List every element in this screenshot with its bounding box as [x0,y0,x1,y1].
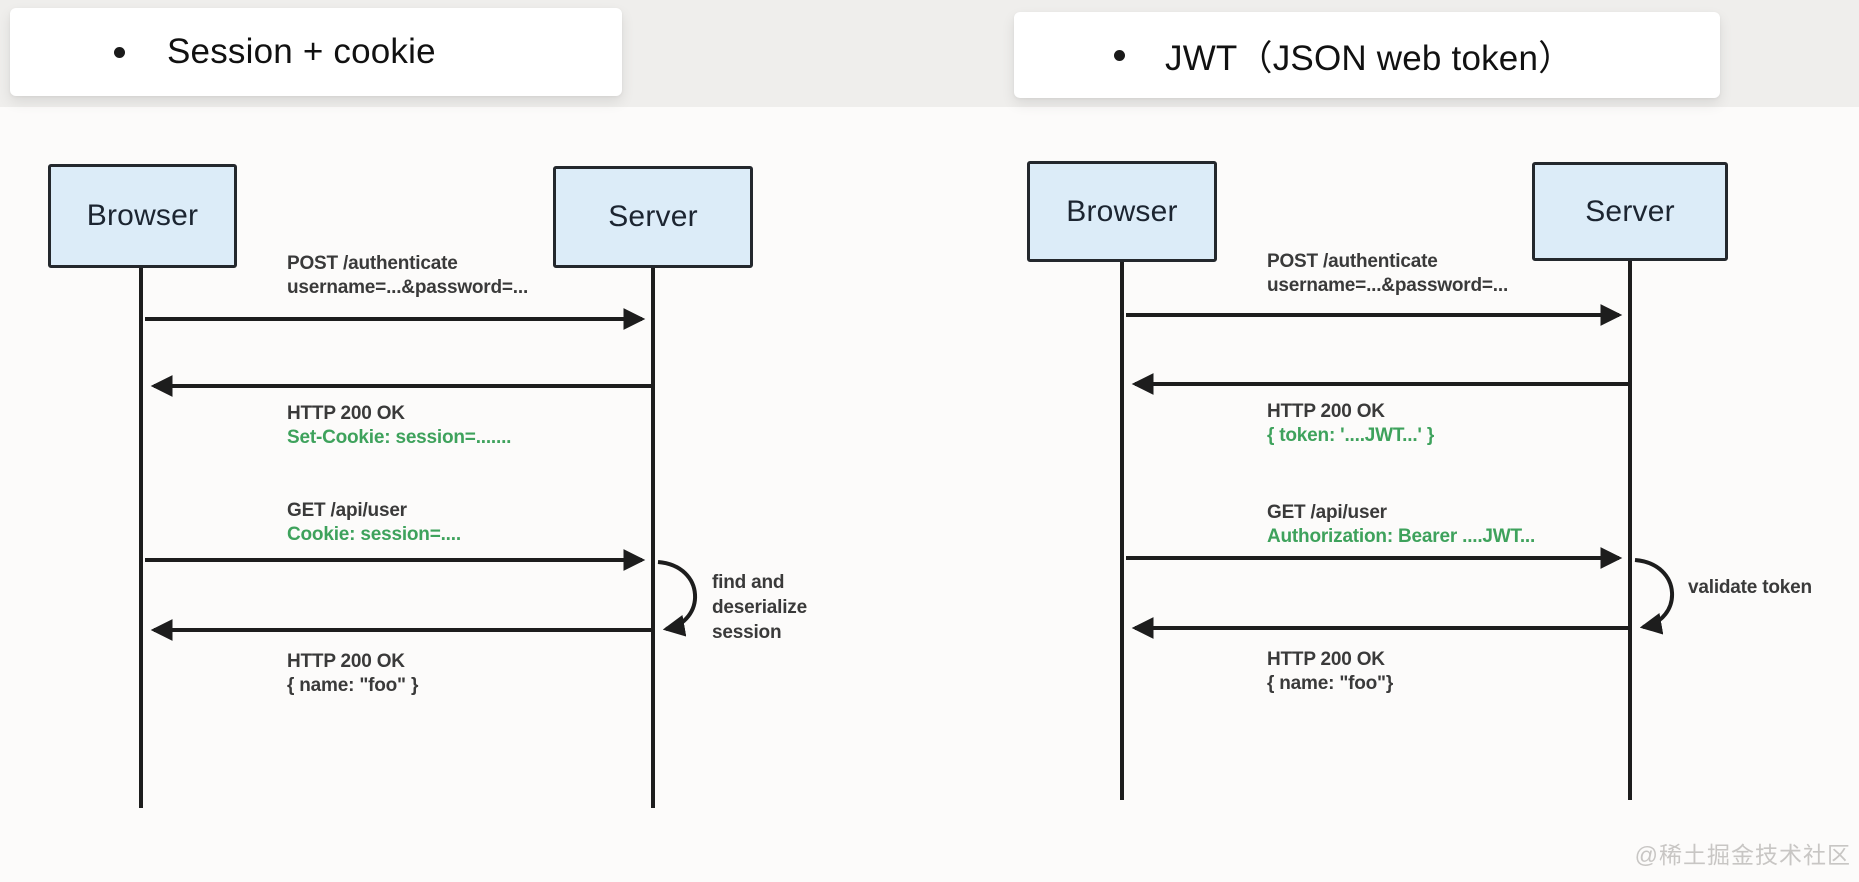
server-label: Server [608,200,698,233]
message-200-set-cookie: HTTP 200 OK Set-Cookie: session=....... [287,402,511,450]
message-line: GET /api/user [1267,502,1387,523]
message-line: { name: "foo"} [1267,673,1394,694]
server-box: Server [553,166,753,268]
message-line: GET /api/user [287,500,407,521]
browser-label: Browser [86,199,199,232]
self-loop-note: validate token [1688,577,1812,598]
message-line: HTTP 200 OK [287,651,405,672]
message-post-authenticate: POST /authenticate username=...&password… [1267,250,1508,298]
message-line: HTTP 200 OK [1267,401,1385,422]
message-line-highlight: Cookie: session=.... [287,524,461,545]
server-box: Server [1532,162,1728,261]
message-get-api-user: GET /api/user Cookie: session=.... [287,499,461,547]
session-cookie-title-card: Session + cookie [10,8,622,96]
message-post-authenticate: POST /authenticate username=...&password… [287,252,528,300]
browser-label: Browser [1066,194,1178,228]
bullet-icon [114,46,125,58]
jwt-title-card: JWT（JSON web token） [1014,12,1720,98]
message-line: HTTP 200 OK [1267,649,1385,670]
message-get-api-user: GET /api/user Authorization: Bearer ....… [1267,501,1535,549]
watermark: @稀土掘金技术社区 [1634,842,1851,868]
browser-box: Browser [1027,161,1217,262]
browser-box: Browser [48,164,237,268]
bullet-icon [1114,49,1125,61]
message-200-token: HTTP 200 OK { token: '....JWT...' } [1267,400,1434,448]
self-loop-note: find and deserialize session [712,572,807,643]
message-line: { name: "foo" } [287,675,419,696]
message-line-highlight: Authorization: Bearer ....JWT... [1267,526,1536,547]
message-line: username=...&password=... [287,277,529,298]
message-line-highlight: { token: '....JWT...' } [1267,425,1435,446]
jwt-title: JWT（JSON web token） [1165,38,1574,78]
message-line: username=...&password=... [1267,275,1509,296]
message-line-highlight: Set-Cookie: session=....... [287,427,512,448]
message-line: HTTP 200 OK [287,403,405,424]
message-200-name-foo: HTTP 200 OK { name: "foo" } [287,650,418,698]
message-line: POST /authenticate [1267,251,1438,272]
session-cookie-title: Session + cookie [167,32,436,71]
server-label: Server [1585,194,1675,228]
message-line: POST /authenticate [287,253,458,274]
message-200-name-foo: HTTP 200 OK { name: "foo"} [1267,648,1393,696]
